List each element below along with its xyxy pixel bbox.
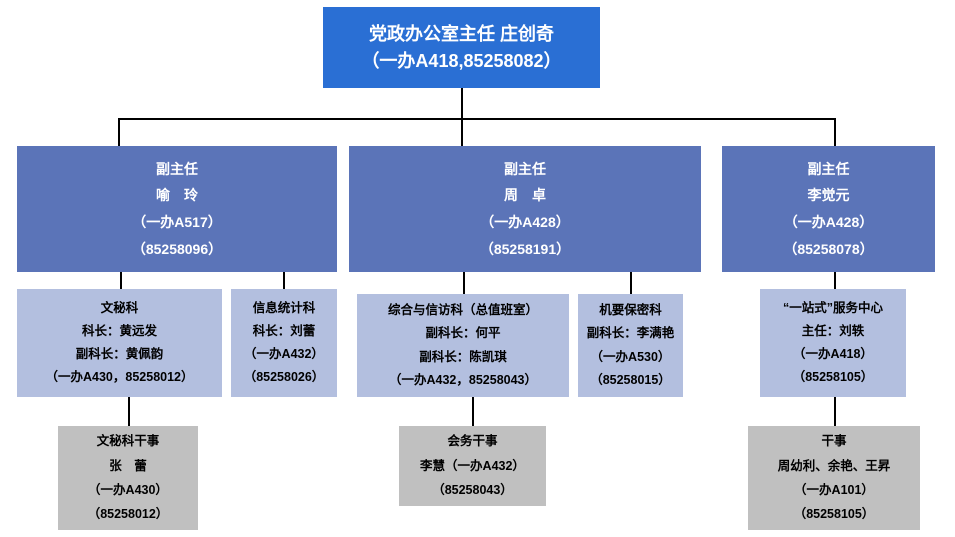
section-line4: （85258026） xyxy=(243,370,325,385)
node-section-zonghexinfangke[interactable]: 综合与信访科（总值班室） 副科长：何平 副科长：陈凯琪 （一办A432，8525… xyxy=(357,294,569,397)
section-line3: 副科长：陈凯琪 xyxy=(419,349,507,364)
node-director[interactable]: 党政办公室主任 庄创奇 （一办A418,85258082） xyxy=(323,7,600,88)
connector-deputy1-drop xyxy=(118,118,120,147)
section-title: 综合与信访科（总值班室） xyxy=(387,303,538,318)
section-title: 机要保密科 xyxy=(599,303,662,318)
node-deputy-lijueyuan[interactable]: 副主任 李觉元 （一办A428） （85258078） xyxy=(722,146,935,272)
deputy-name: 周 卓 xyxy=(504,187,546,204)
deputy-name: 李觉元 xyxy=(807,187,850,204)
section-line3: 副科长：黄佩韵 xyxy=(75,347,164,361)
section-line4: （一办A432，85258043） xyxy=(389,372,537,387)
staff-line2: 周幼利、余艳、王昇 xyxy=(777,458,891,473)
node-deputy-yuling[interactable]: 副主任 喻 玲 （一办A517） （85258096） xyxy=(17,146,337,272)
deputy-room: （一办A517） xyxy=(132,214,222,230)
section-title: 文秘科 xyxy=(100,300,139,315)
connector-deputy2-drop xyxy=(461,118,463,147)
node-staff-ganshi[interactable]: 干事 周幼利、余艳、王昇 （一办A101） （85258105） xyxy=(748,426,920,530)
node-section-xinxitongjike[interactable]: 信息统计科 科长：刘蕾 （一办A432） （85258026） xyxy=(231,289,337,397)
deputy-room: （一办A428） xyxy=(783,214,874,230)
staff-line3: （85258043） xyxy=(432,483,513,498)
connector-staff3-drop xyxy=(834,397,836,426)
staff-line3: （一办A430） xyxy=(88,483,168,497)
connector-section5-drop xyxy=(834,272,836,289)
section-line2: 科长：黄远发 xyxy=(81,323,157,338)
connector-section1-drop xyxy=(120,272,122,289)
section-line2: 主任：刘轶 xyxy=(801,323,865,338)
section-line2: 科长：刘蕾 xyxy=(252,323,316,338)
connector-deputy3-drop xyxy=(834,118,836,147)
staff-title: 文秘科干事 xyxy=(96,434,160,449)
node-section-yizhanshi[interactable]: “一站式”服务中心 主任：刘轶 （一办A418） （85258105） xyxy=(760,289,906,397)
section-title: “一站式”服务中心 xyxy=(782,300,883,315)
section-line4: （一办A430，85258012） xyxy=(45,370,194,385)
section-line4: （85258015） xyxy=(590,372,671,387)
director-title: 党政办公室主任 庄创奇 xyxy=(369,24,554,45)
staff-line2: 李慧（一办A432） xyxy=(420,458,525,473)
deputy-role: 副主任 xyxy=(504,160,546,177)
section-line3: （一办A432） xyxy=(244,347,324,361)
deputy-room: （一办A428） xyxy=(480,214,570,230)
connector-section4-drop xyxy=(630,272,632,294)
connector-root-drop xyxy=(461,88,463,119)
section-line3: （一办A530） xyxy=(590,349,671,364)
section-line2: 副科长：李满艳 xyxy=(586,326,675,341)
node-section-wenmike[interactable]: 文秘科 科长：黄远发 副科长：黄佩韵 （一办A430，85258012） xyxy=(17,289,222,397)
section-line2: 副科长：何平 xyxy=(425,326,501,341)
node-section-jiyaobaomike[interactable]: 机要保密科 副科长：李满艳 （一办A530） （85258015） xyxy=(578,294,683,397)
deputy-phone: （85258078） xyxy=(783,240,874,257)
node-staff-wenmike-ganshi[interactable]: 文秘科干事 张 蕾 （一办A430） （85258012） xyxy=(58,426,198,530)
deputy-name: 喻 玲 xyxy=(156,187,198,204)
section-title: 信息统计科 xyxy=(252,300,316,315)
deputy-role: 副主任 xyxy=(156,160,198,177)
staff-title: 干事 xyxy=(821,434,847,449)
staff-line4: （85258105） xyxy=(793,507,875,522)
director-contact: （一办A418,85258082） xyxy=(361,50,562,71)
section-line4: （85258105） xyxy=(792,370,874,385)
node-staff-huiwu-ganshi[interactable]: 会务干事 李慧（一办A432） （85258043） xyxy=(399,426,546,506)
connector-staff2-drop xyxy=(472,397,474,426)
deputy-role: 副主任 xyxy=(807,160,850,177)
connector-staff1-drop xyxy=(128,397,130,426)
section-line3: （一办A418） xyxy=(793,347,873,361)
staff-line3: （一办A101） xyxy=(794,483,874,497)
staff-line2: 张 蕾 xyxy=(109,458,147,473)
staff-title: 会务干事 xyxy=(447,434,498,449)
deputy-phone: （85258191） xyxy=(479,240,571,257)
node-deputy-zhouzhuo[interactable]: 副主任 周 卓 （一办A428） （85258191） xyxy=(349,146,701,272)
staff-line4: （85258012） xyxy=(87,507,169,522)
connector-section2-drop xyxy=(283,272,285,289)
connector-root-bus xyxy=(118,118,835,120)
deputy-phone: （85258096） xyxy=(131,240,223,257)
connector-section3-drop xyxy=(463,272,465,294)
